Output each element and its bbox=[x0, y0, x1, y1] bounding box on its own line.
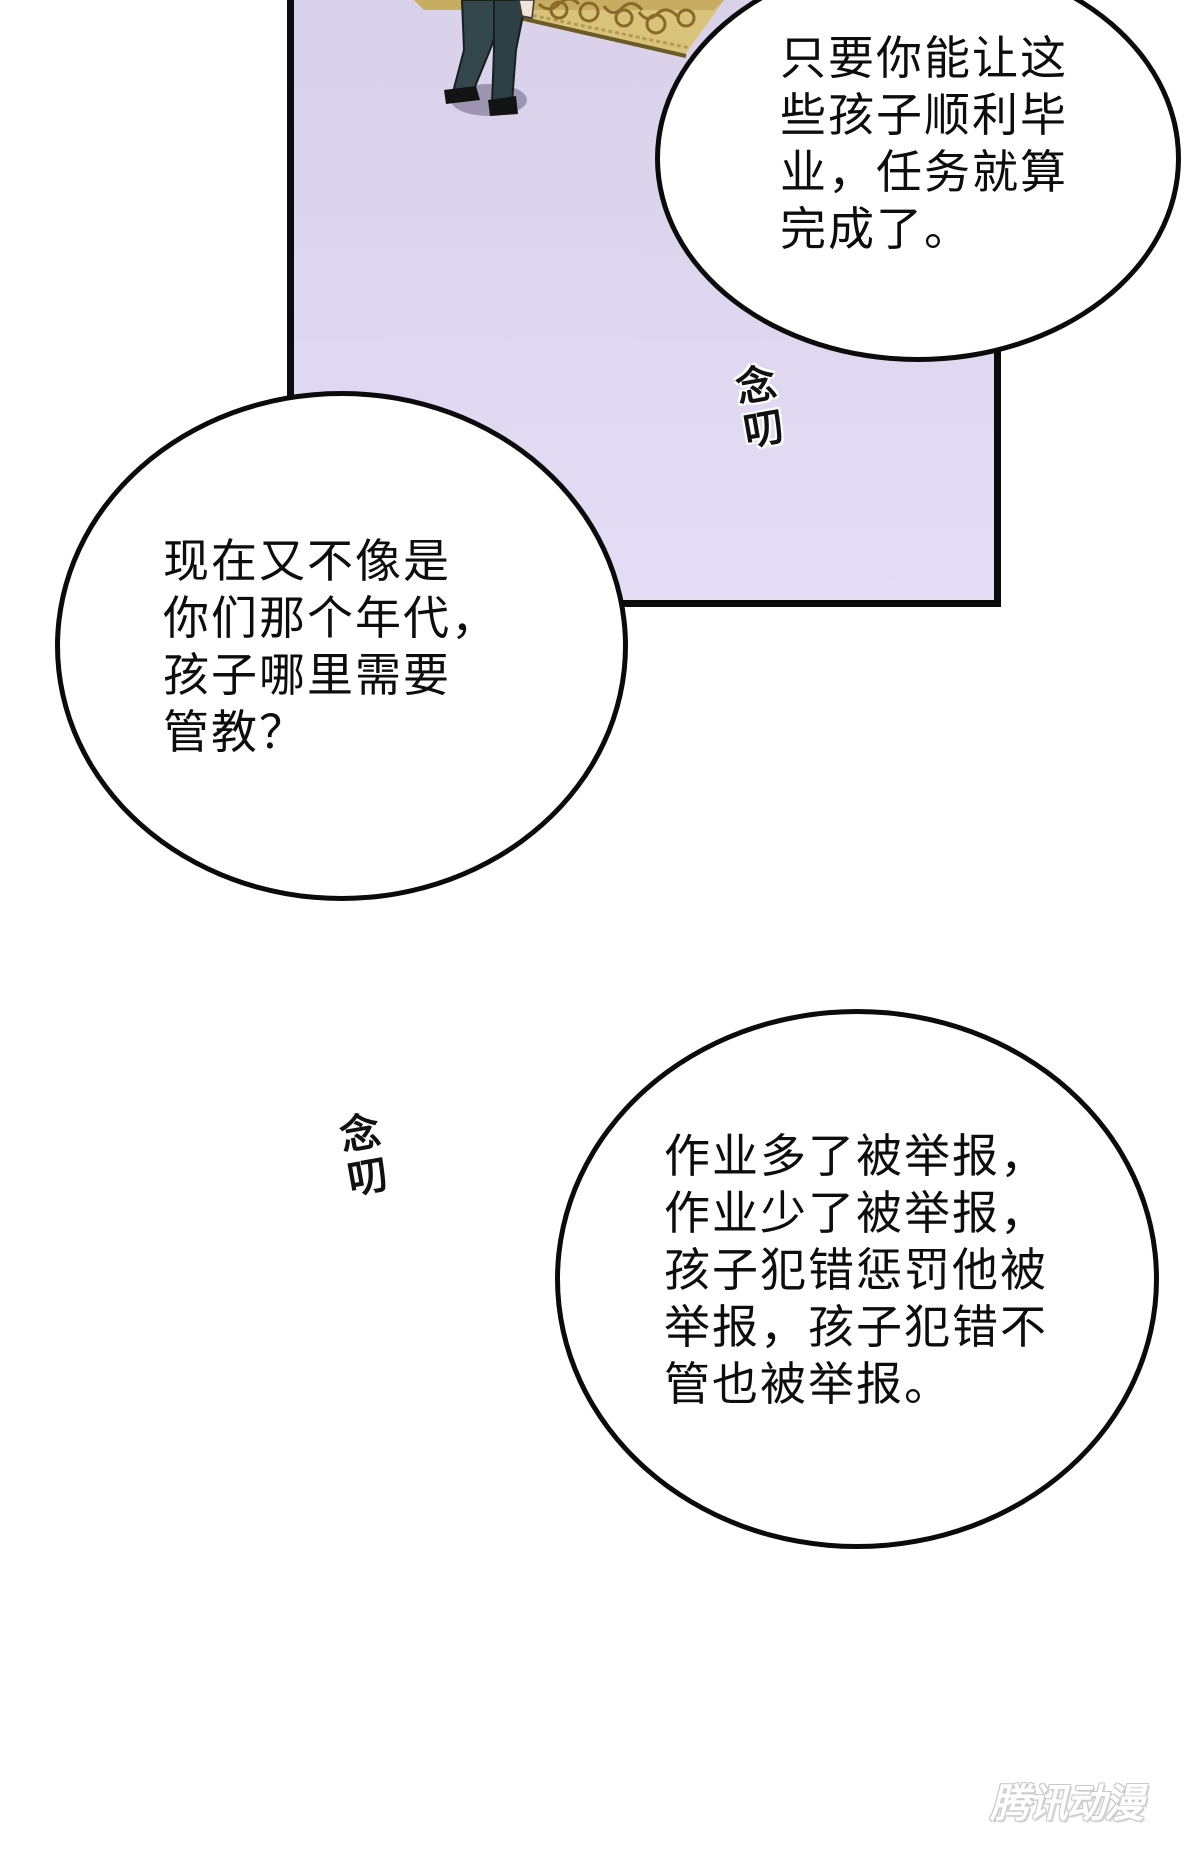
watermark-logo: 腾讯动漫 bbox=[990, 1781, 1144, 1827]
bubble-line: 管教？ bbox=[163, 705, 307, 759]
bubble-line: 孩子哪里需要 bbox=[163, 648, 451, 702]
speech-bubble-middle-left bbox=[55, 391, 628, 901]
bubble-line: 你们那个年代， bbox=[163, 591, 499, 645]
hand bbox=[518, 0, 535, 19]
sfx-muttering-lower: 念 叨 bbox=[331, 1108, 397, 1204]
sfx-char: 叨 bbox=[740, 403, 788, 456]
bubble-line: 只要你能让这 bbox=[780, 31, 1068, 85]
bubble-line: 现在又不像是 bbox=[163, 534, 451, 588]
bubble-line: 管也被举报。 bbox=[664, 1357, 952, 1411]
bubble-line: 举报，孩子犯错不 bbox=[664, 1300, 1048, 1354]
bubble-line: 业，任务就算 bbox=[780, 145, 1068, 199]
bubble-text-bottom-right: 作业多了被举报， 作业少了被举报， 孩子犯错惩罚他被 举报，孩子犯错不 管也被举… bbox=[664, 1128, 1048, 1413]
speech-bubble-bottom-right bbox=[555, 1009, 1159, 1549]
bubble-text-middle-left: 现在又不像是 你们那个年代， 孩子哪里需要 管教？ bbox=[163, 533, 499, 761]
suited-figure bbox=[444, 0, 535, 116]
bubble-line: 完成了。 bbox=[780, 202, 972, 256]
sfx-char: 叨 bbox=[344, 1151, 392, 1204]
bubble-line: 作业多了被举报， bbox=[664, 1129, 1048, 1183]
ornate-carpet bbox=[414, 0, 724, 58]
bubble-line: 孩子犯错惩罚他被 bbox=[664, 1243, 1048, 1297]
bubble-line: 些孩子顺利毕 bbox=[780, 88, 1068, 142]
speech-bubble-top-right bbox=[655, 0, 1181, 362]
bubble-text-top-right: 只要你能让这 些孩子顺利毕 业，任务就算 完成了。 bbox=[780, 30, 1068, 258]
bubble-line: 作业少了被举报， bbox=[664, 1186, 1048, 1240]
panel-artwork bbox=[414, 0, 724, 116]
